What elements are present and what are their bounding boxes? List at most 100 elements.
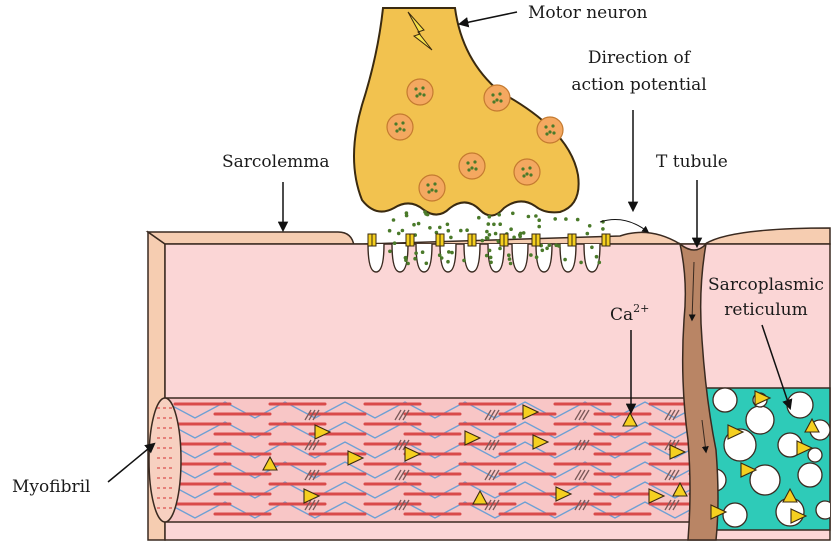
neurotransmitter-dot — [394, 122, 398, 126]
acetylcholine-dot — [507, 257, 512, 261]
acetylcholine-dot — [563, 257, 567, 262]
z-line-tick — [308, 469, 316, 481]
neurotransmitter-dot — [418, 92, 422, 96]
z-line-tick — [394, 409, 402, 421]
junctional-fold — [463, 243, 481, 273]
label-arrows — [107, 11, 793, 483]
synaptic-vesicle — [513, 158, 541, 186]
z-line-tick — [492, 439, 500, 451]
label-myofibril: Myofibril — [12, 477, 90, 497]
neurotransmitter-dot — [430, 188, 434, 192]
z-line-tick — [664, 469, 672, 481]
acetylcholine-dot — [487, 233, 492, 237]
calcium-ions — [262, 390, 820, 524]
acetylcholine-dot — [439, 256, 444, 260]
t-tubule-signal-arrow-upper — [688, 261, 696, 322]
acetylcholine-dot — [512, 235, 516, 240]
neurotransmitter-dot — [495, 98, 499, 102]
label-direction-line1: Direction of — [588, 48, 692, 68]
calcium-triangle-icon — [347, 450, 365, 466]
acetylcholine-dot — [601, 227, 605, 231]
acetylcholine-dot — [445, 222, 450, 227]
label-calcium-charge: 2+ — [633, 302, 649, 315]
neurotransmitter-dot — [398, 127, 402, 131]
acetylcholine-dot — [553, 217, 557, 221]
acetylcholine-dot — [434, 230, 439, 235]
z-line-tick — [308, 409, 316, 421]
z-line-tick — [394, 499, 402, 511]
z-line-tick — [492, 469, 500, 481]
z-line-tick — [578, 409, 586, 421]
sr-pore — [722, 502, 748, 528]
acetylcholine-dot — [492, 222, 496, 227]
arrow-myofibril — [107, 442, 156, 483]
z-line-tick — [672, 409, 680, 421]
lightning-bolt-icon — [407, 11, 433, 51]
neurotransmitter-dot — [529, 173, 533, 177]
acetylcholine-dot — [587, 224, 592, 228]
acetylcholine-dot — [480, 238, 485, 243]
z-line-tick — [488, 499, 496, 511]
z-line-tick — [672, 499, 680, 511]
synaptic-vesicle — [386, 113, 414, 141]
acetylcholine-dot — [488, 255, 493, 260]
sr-pore — [749, 464, 781, 496]
sr-pore — [712, 387, 738, 413]
calcium-triangle-icon — [472, 489, 488, 505]
neurotransmitter-dot — [422, 93, 426, 97]
z-line-tick — [394, 469, 402, 481]
acetylcholine-dot — [459, 228, 463, 233]
acetylcholine-dot — [537, 218, 541, 222]
label-calcium: Ca2+ — [610, 302, 649, 325]
calcium-triangle-icon — [672, 481, 688, 497]
neurotransmitter-dot — [466, 161, 470, 165]
acetylcholine-dot — [493, 231, 498, 236]
neurotransmitter-dot — [498, 92, 502, 96]
neurotransmitter-dot — [395, 129, 399, 133]
neurotransmitter-dot — [470, 166, 474, 170]
z-line-tick — [578, 499, 586, 511]
neurotransmitter-dot — [499, 99, 503, 103]
neurotransmitter-dot — [552, 131, 556, 135]
acetylcholine-dot — [387, 228, 392, 233]
z-line-tick — [582, 469, 590, 481]
acetylcholine-dot — [498, 222, 503, 226]
calcium-triangle-icon — [648, 488, 666, 504]
acetylcholine-dot — [537, 224, 541, 229]
label-sarcolemma: Sarcolemma — [222, 152, 330, 172]
acetylcholine-dot — [438, 225, 442, 230]
action-potential-surface-arrow — [599, 219, 650, 233]
z-line-tick — [488, 439, 496, 451]
acetylcholine-dot — [396, 231, 401, 236]
synaptic-vesicle — [483, 84, 511, 112]
calcium-triangle-icon — [669, 444, 687, 460]
acetylcholine-dot — [446, 259, 450, 264]
acetylcholine-dot — [388, 249, 392, 254]
neurotransmitter-dot — [433, 182, 437, 186]
calcium-triangle-icon — [754, 390, 772, 406]
synaptic-vesicle — [406, 78, 434, 106]
acetylcholine-dot — [420, 250, 425, 254]
junctional-fold — [487, 243, 505, 273]
sr-pore — [797, 462, 823, 488]
calcium-triangle-icon — [404, 446, 422, 462]
myofibril-end-filaments — [157, 407, 172, 509]
junctional-fold — [559, 243, 577, 273]
neurotransmitter-dot — [427, 190, 431, 194]
z-line-tick — [578, 469, 586, 481]
arrow-sarcoplasmic-reticulum — [761, 324, 793, 410]
calcium-triangle-icon — [622, 411, 638, 427]
neurotransmitter-dot — [548, 130, 552, 134]
z-line-tick — [304, 499, 312, 511]
junctional-fold — [583, 243, 601, 273]
acetylcholine-dot — [437, 253, 442, 257]
z-line-tick — [574, 439, 582, 451]
acetylcholine-dot — [511, 211, 515, 216]
sarcomere-pattern — [165, 401, 710, 519]
acetylcholine-dot — [597, 260, 602, 265]
z-line-tick — [398, 409, 406, 421]
acetylcholine-dot — [498, 246, 502, 251]
label-sarcoplasmic-line2: reticulum — [724, 300, 807, 320]
receptor-channels — [367, 233, 611, 247]
